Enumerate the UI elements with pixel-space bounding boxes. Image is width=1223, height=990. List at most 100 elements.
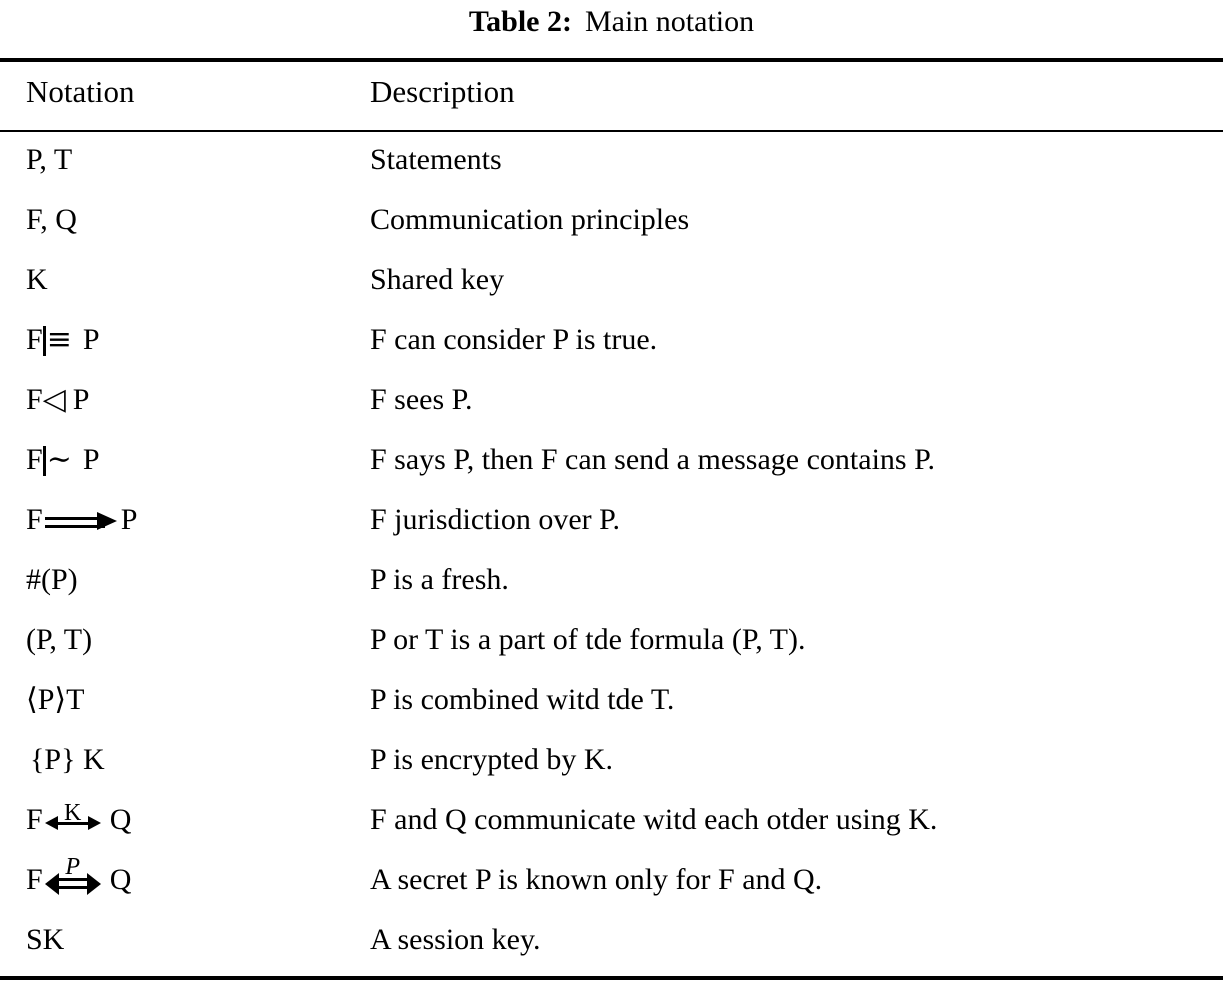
principal-f-label: F	[26, 443, 43, 476]
principal-q-label: Q	[109, 803, 132, 836]
turnstile-bar-icon	[42, 446, 46, 476]
description-text: A session key.	[370, 923, 541, 956]
arrow-key-label: K	[64, 800, 82, 826]
principal-f-label: F	[26, 503, 43, 536]
cell-description: P or T is a part of tde formula (P, T).	[362, 610, 1223, 670]
cell-description: F says P, then F can send a message cont…	[362, 430, 1223, 490]
notation-text: #(P)	[26, 563, 78, 596]
description-text: Shared key	[370, 263, 505, 296]
cell-notation: SK	[0, 910, 362, 970]
principal-f-label: F	[26, 323, 43, 356]
long-double-arrow-icon	[44, 506, 119, 536]
cell-notation: (P, T)	[0, 610, 362, 670]
cell-notation: F∼ P	[0, 430, 362, 490]
description-text: F can consider P is true.	[370, 323, 658, 356]
notation-text: (P, T)	[26, 623, 93, 656]
cell-notation: F, Q	[0, 190, 362, 250]
description-text: P or T is a part of tde formula (P, T).	[370, 623, 806, 656]
description-text: P is combined witd tde T.	[370, 683, 675, 716]
description-text: F sees P.	[370, 383, 473, 416]
description-text: P is a fresh.	[370, 563, 509, 596]
shared-secret-arrow-icon: P	[44, 855, 101, 896]
statement-p-label: P	[82, 323, 100, 356]
cell-notation: F≡ P	[0, 310, 362, 370]
column-header-description-label: Description	[370, 74, 515, 109]
tilde-icon: ∼	[46, 442, 72, 477]
shared-key-arrow-icon: K	[44, 801, 101, 836]
column-header-description: Description	[362, 62, 1223, 122]
description-text: F and Q communicate witd each otder usin…	[370, 803, 938, 836]
table-caption: Table 2:Main notation	[0, 0, 1223, 44]
cell-notation: ⟨P⟩T	[0, 670, 362, 730]
cell-notation: #(P)	[0, 550, 362, 610]
table-rule-top	[0, 58, 1223, 62]
notation-text: SK	[26, 923, 65, 956]
statement-p-label: P	[72, 383, 90, 416]
table-header-row: Notation Description	[0, 62, 1223, 130]
description-text: P is encrypted by K.	[370, 743, 614, 776]
equivalence-icon: ≡	[46, 322, 72, 357]
principal-f-label: F	[26, 803, 43, 836]
description-text: A secret P is known only for F and Q.	[370, 863, 823, 896]
cell-notation: P, T	[0, 130, 362, 190]
table-row: ⟨P⟩T P is combined witd tde T.	[0, 670, 1223, 730]
notation-text: {P} K	[30, 743, 105, 776]
column-header-notation-label: Notation	[26, 74, 135, 109]
description-text: Statements	[370, 143, 502, 176]
column-header-notation: Notation	[0, 62, 362, 122]
notation-believes: F≡ P	[26, 310, 362, 370]
table-row: F≡ P F can consider P is true.	[0, 310, 1223, 370]
notation-text: F, Q	[26, 203, 77, 236]
principal-f-label: F	[26, 383, 43, 416]
table-row: F, Q Communication principles	[0, 190, 1223, 250]
notation-said: F∼ P	[26, 430, 362, 490]
cell-description: P is a fresh.	[362, 550, 1223, 610]
cell-description: Statements	[362, 130, 1223, 190]
notation-text: ⟨P⟩T	[26, 683, 85, 716]
description-text: F jurisdiction over P.	[370, 503, 621, 536]
arrow-secret-label: P	[65, 854, 81, 880]
notation-sees: F◁P	[26, 370, 362, 430]
table-rule-header	[0, 130, 1223, 132]
table-row: K Shared key	[0, 250, 1223, 310]
table-row: P, T Statements	[0, 130, 1223, 190]
sees-triangle-icon: ◁	[42, 382, 66, 417]
table-row: F∼ P F says P, then F can send a message …	[0, 430, 1223, 490]
cell-description: A session key.	[362, 910, 1223, 970]
cell-description: F jurisdiction over P.	[362, 490, 1223, 550]
table-row: SK A session key.	[0, 910, 1223, 970]
turnstile-bar-icon	[42, 326, 46, 356]
description-text: F says P, then F can send a message cont…	[370, 443, 935, 476]
table-row: (P, T) P or T is a part of tde formula (…	[0, 610, 1223, 670]
cell-notation: K	[0, 250, 362, 310]
table-body: Notation Description P, T Statements F, …	[0, 62, 1223, 970]
cell-description: F sees P.	[362, 370, 1223, 430]
table-row: {P} K P is encrypted by K.	[0, 730, 1223, 790]
cell-notation: {P} K	[0, 730, 362, 790]
table-row: F◁P F sees P.	[0, 370, 1223, 430]
principal-f-label: F	[26, 863, 43, 896]
cell-description: F can consider P is true.	[362, 310, 1223, 370]
table-caption-title: Main notation	[584, 5, 755, 38]
statement-p-label: P	[82, 443, 100, 476]
cell-description: P is combined witd tde T.	[362, 670, 1223, 730]
cell-notation: F◁P	[0, 370, 362, 430]
principal-q-label: Q	[109, 863, 132, 896]
notation-text: K	[26, 263, 48, 296]
table-rule-bottom	[0, 976, 1223, 980]
cell-description: A secret P is known only for F and Q.	[362, 850, 1223, 910]
cell-description: P is encrypted by K.	[362, 730, 1223, 790]
cell-description: Shared key	[362, 250, 1223, 310]
cell-description: Communication principles	[362, 190, 1223, 250]
table-row: #(P) P is a fresh.	[0, 550, 1223, 610]
